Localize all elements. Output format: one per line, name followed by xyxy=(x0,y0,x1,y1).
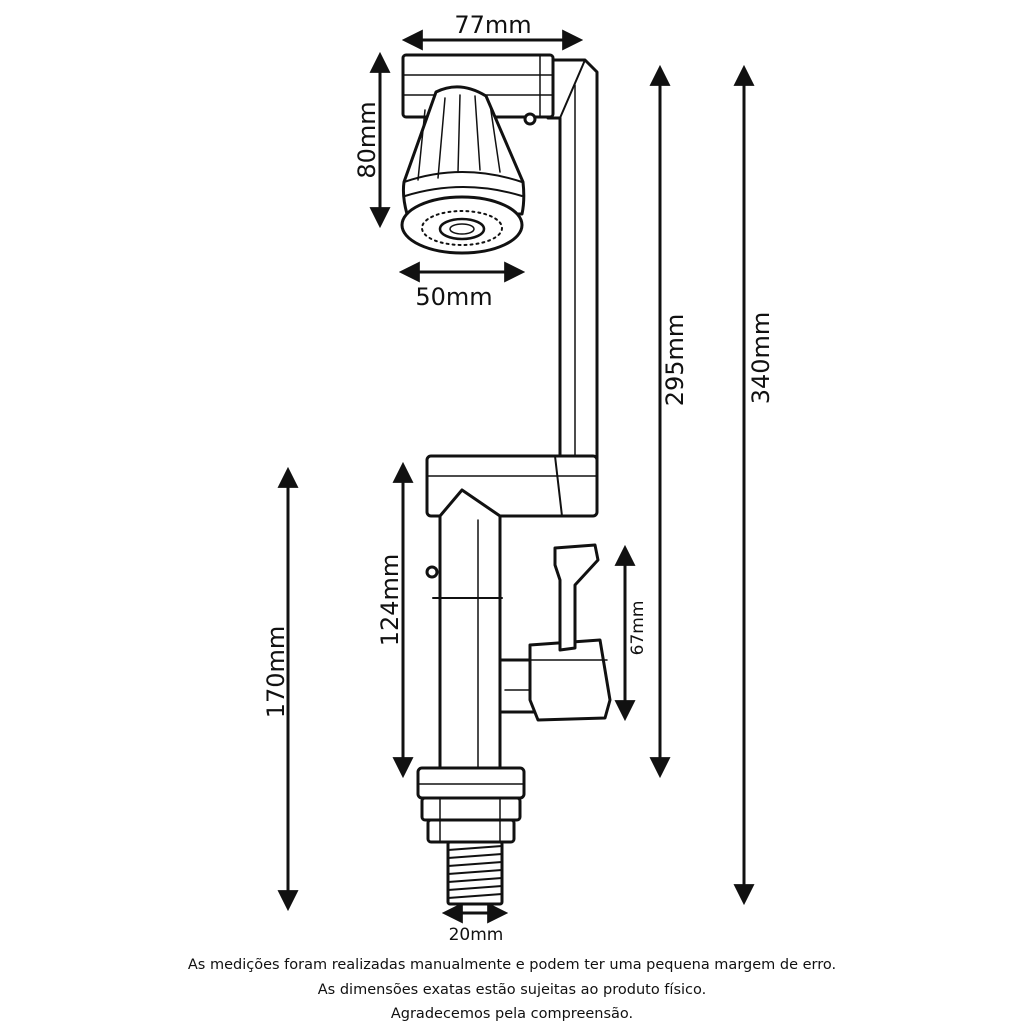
label-body-height: 124mm xyxy=(376,554,404,647)
spray-head xyxy=(400,85,526,255)
label-head-height: 80mm xyxy=(353,101,381,178)
faucet-illustration xyxy=(400,53,612,906)
faucet-body xyxy=(425,488,503,782)
upper-arm xyxy=(546,58,599,512)
base-nut xyxy=(416,766,526,844)
disclaimer-line-1: As medições foram realizadas manualmente… xyxy=(187,957,837,973)
label-base-height: 170mm xyxy=(262,626,290,719)
threaded-shank xyxy=(446,840,504,906)
label-total-height: 340mm xyxy=(747,312,775,405)
label-head-diameter: 50mm xyxy=(415,283,492,311)
disclaimer-line-2: As dimensões exatas estão sujeitas ao pr… xyxy=(317,982,707,998)
disclaimer-line-3: Agradecemos pela compreensão. xyxy=(390,1006,634,1022)
label-top-width: 77mm xyxy=(454,11,531,39)
label-thread-diameter: 20mm xyxy=(449,925,504,945)
label-handle-height: 67mm xyxy=(628,601,648,656)
dimension-lines xyxy=(277,29,755,924)
lever-handle xyxy=(498,543,612,722)
label-arm-height: 295mm xyxy=(661,314,689,407)
